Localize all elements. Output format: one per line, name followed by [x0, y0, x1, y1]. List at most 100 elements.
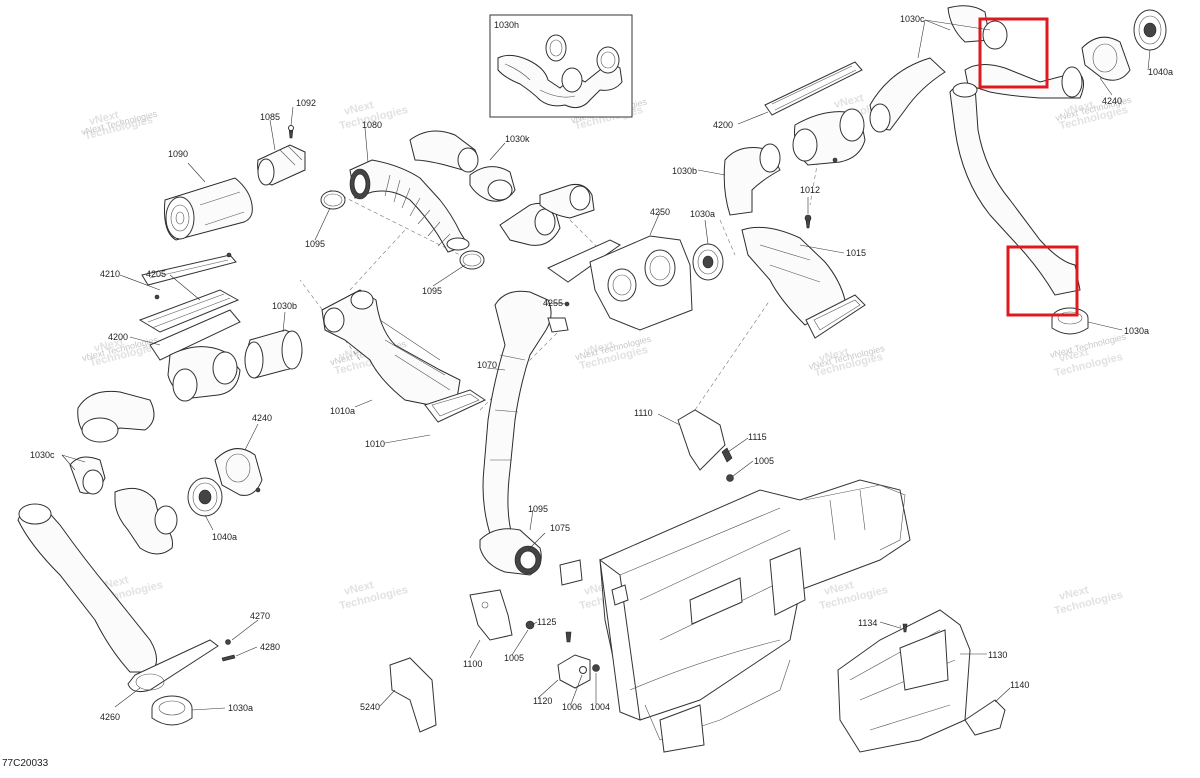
label-1005-lower: 1005 — [504, 653, 524, 663]
screw-1134 — [902, 623, 908, 633]
label-1030h: 1030h — [494, 20, 519, 30]
label-1010a: 1010a — [330, 406, 355, 416]
label-1030a-right: 1030a — [1124, 326, 1149, 336]
bracket-1110 — [677, 409, 726, 471]
screw-1012 — [804, 214, 812, 229]
watermark: vNext Technologies — [338, 579, 409, 613]
label-1040a-left: 1040a — [212, 532, 237, 542]
watermark: vNext Technologies vNext Technologies — [80, 108, 158, 142]
label-1006: 1006 — [562, 702, 582, 712]
filter-cap-1040a-right — [1133, 9, 1167, 51]
label-1140: 1140 — [1010, 680, 1029, 690]
air-filter-1090 — [164, 177, 253, 241]
airbox-body — [559, 479, 911, 753]
funnel-4240-right — [1081, 36, 1131, 81]
intake-assembly-4200-left — [138, 252, 241, 402]
part-labels: 1030h 1030k 1092 1085 1080 1090 1095 109… — [30, 14, 1173, 722]
intake-assembly-4200-right — [764, 61, 866, 166]
highlight-box-upper — [978, 17, 1049, 89]
label-1115: 1115 — [748, 432, 767, 442]
long-pipe-right — [949, 82, 1081, 296]
label-1092: 1092 — [296, 98, 316, 108]
label-1090: 1090 — [168, 149, 188, 159]
label-1030c-right: 1030c — [900, 14, 925, 24]
label-1040a-right: 1040a — [1148, 67, 1173, 77]
label-5240: 5240 — [360, 702, 380, 712]
label-1095-top: 1095 — [305, 239, 325, 249]
intake-duct-1010a — [321, 289, 461, 411]
label-1085: 1085 — [260, 112, 280, 122]
label-1030a-mid: 1030a — [690, 209, 715, 219]
label-1075: 1075 — [550, 523, 570, 533]
screw-1115 — [721, 447, 733, 463]
hose-1030c-left — [69, 456, 178, 555]
label-1080: 1080 — [362, 120, 382, 130]
label-1030b-right: 1030b — [672, 166, 697, 176]
label-1030k: 1030k — [505, 134, 530, 144]
inset-1030h — [489, 14, 633, 118]
hose-1080 — [349, 159, 470, 253]
label-1095-lower: 1095 — [528, 504, 548, 514]
watermark: vNext Technologies vNext Technologies — [574, 334, 652, 373]
duct-1015 — [741, 226, 866, 339]
highlight-layer — [978, 17, 1079, 317]
label-4210: 4210 — [100, 269, 120, 279]
label-4270: 4270 — [250, 611, 270, 621]
hose-1030b-right — [723, 143, 781, 216]
nut-1005-lower — [525, 620, 535, 630]
cover-1130 — [837, 609, 971, 753]
label-1010: 1010 — [365, 439, 385, 449]
gasket-1010 — [424, 389, 487, 423]
label-4255: 4255 — [543, 298, 563, 308]
label-1120: 1120 — [533, 696, 552, 706]
label-1015: 1015 — [846, 248, 866, 258]
label-1134: 1134 — [858, 618, 877, 628]
panel-4250 — [546, 235, 693, 331]
elbows-1030k — [409, 130, 595, 246]
hose-1070 — [482, 290, 569, 541]
hose-1030b-left — [244, 329, 303, 379]
bracket-4260-4270 — [127, 639, 236, 692]
label-1100: 1100 — [463, 659, 482, 669]
filter-cap-1030a-right — [1051, 307, 1089, 335]
long-pipe-lower-left — [17, 503, 157, 673]
label-1095-mid: 1095 — [422, 286, 442, 296]
clamp-1095-top — [320, 190, 346, 210]
elbow-1030-left — [77, 390, 155, 443]
funnel-4240-left — [214, 448, 263, 496]
washer-1006 — [579, 666, 587, 674]
clamp-1095-lower — [479, 528, 542, 576]
screw-1125 — [565, 631, 572, 643]
clamp-1095-mid — [459, 250, 485, 270]
label-4240-right: 4240 — [1102, 96, 1122, 106]
adapter-1085 — [257, 144, 306, 186]
label-1005-upper: 1005 — [754, 456, 774, 466]
label-4260: 4260 — [100, 712, 120, 722]
pad-5240 — [389, 657, 437, 733]
label-4240-left: 4240 — [252, 413, 272, 423]
label-1004: 1004 — [590, 702, 610, 712]
highlight-box-lower — [1006, 245, 1079, 317]
label-1030a-bottom: 1030a — [228, 703, 253, 713]
label-1012: 1012 — [800, 185, 820, 195]
nut-1004 — [592, 664, 600, 672]
bracket-1120 — [557, 654, 591, 689]
bracket-1100 — [469, 589, 513, 641]
hose-1030c-right — [869, 5, 1084, 133]
bracket-1140 — [964, 699, 1006, 736]
filter-cap-1030a-mid — [692, 243, 724, 281]
label-1125: 1125 — [537, 617, 556, 627]
filter-cap-1030a-bottom — [151, 695, 193, 726]
label-1110: 1110 — [634, 408, 653, 418]
label-4250: 4250 — [650, 207, 670, 217]
label-1070: 1070 — [477, 360, 497, 370]
screw-1092 — [288, 125, 294, 139]
diagram-reference-code: 77C20033 — [2, 758, 49, 769]
leader-lines — [61, 19, 1151, 711]
label-1130: 1130 — [988, 650, 1007, 660]
label-4280: 4280 — [260, 642, 280, 652]
label-1030c-left: 1030c — [30, 450, 55, 460]
nut-1005-upper — [726, 474, 734, 482]
filter-cap-1040a-left — [187, 477, 223, 517]
